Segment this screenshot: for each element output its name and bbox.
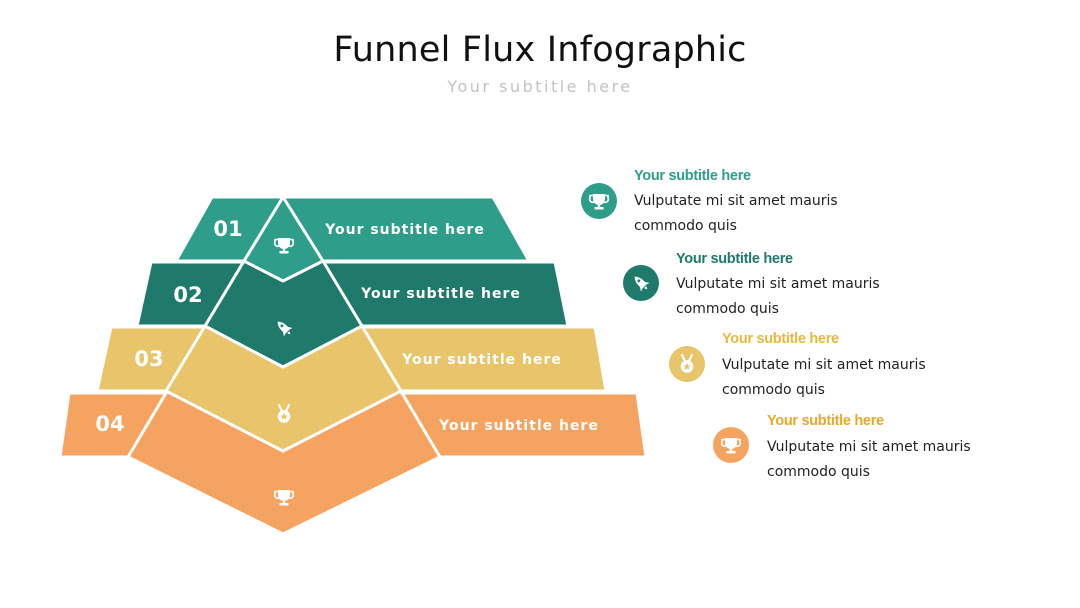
funnel-label-03: Your subtitle here bbox=[401, 352, 562, 368]
rocket-icon bbox=[630, 272, 652, 294]
funnel-label-01: Your subtitle here bbox=[324, 222, 485, 238]
funnel-number-01: 01 bbox=[213, 217, 242, 241]
funnel-number-02: 02 bbox=[173, 283, 202, 307]
medal-icon bbox=[679, 353, 695, 374]
trophy-icon bbox=[588, 193, 610, 211]
item-text: Vulputate mi sit amet mauris commodo qui… bbox=[722, 357, 926, 398]
funnel-number-04: 04 bbox=[95, 412, 124, 436]
item-icon-circle bbox=[669, 346, 705, 382]
item-title: Your subtitle here bbox=[722, 331, 839, 347]
item-icon-circle bbox=[623, 265, 659, 301]
trophy-icon bbox=[720, 437, 742, 455]
page-title: Funnel Flux Infographic bbox=[333, 30, 747, 70]
item-title: Your subtitle here bbox=[767, 413, 884, 429]
item-title: Your subtitle here bbox=[676, 251, 793, 267]
item-icon-circle bbox=[581, 183, 617, 219]
item-text: Vulputate mi sit amet mauris commodo qui… bbox=[634, 193, 838, 234]
funnel-label-04: Your subtitle here bbox=[438, 418, 599, 434]
funnel-number-03: 03 bbox=[134, 347, 163, 371]
item-text: Vulputate mi sit amet mauris commodo qui… bbox=[676, 276, 880, 317]
item-title: Your subtitle here bbox=[634, 168, 751, 184]
page-subtitle: Your subtitle here bbox=[447, 77, 633, 96]
item-icon-circle bbox=[713, 427, 749, 463]
item-text: Vulputate mi sit amet mauris commodo qui… bbox=[767, 439, 971, 480]
funnel-label-02: Your subtitle here bbox=[360, 286, 521, 302]
